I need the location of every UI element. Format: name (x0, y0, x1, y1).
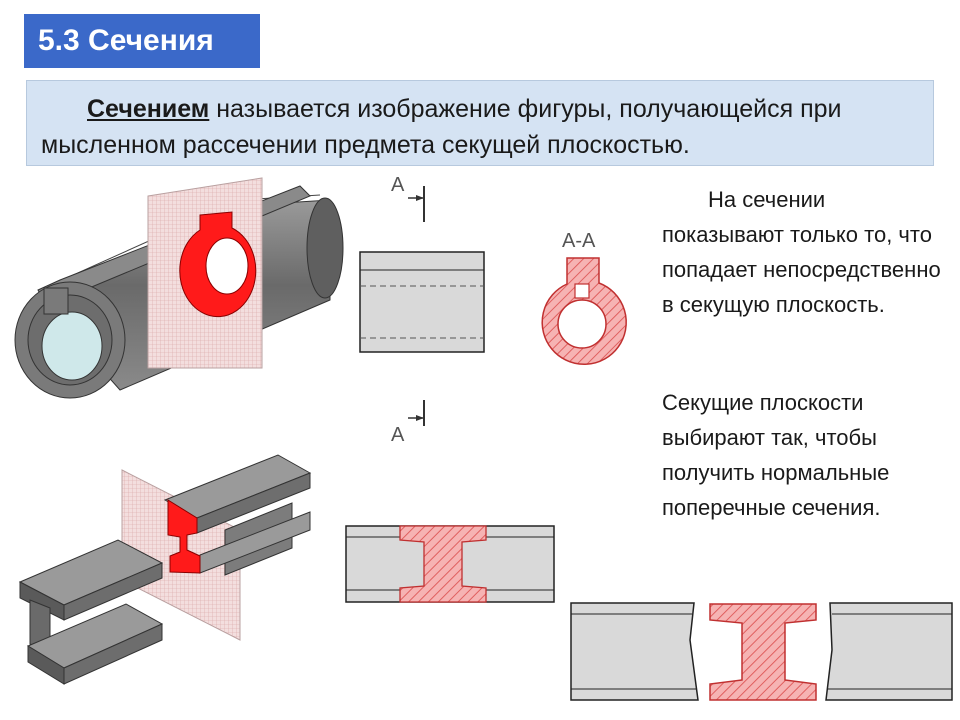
cut-label-bottom: A (391, 424, 405, 446)
shaft-3d-figure (14, 177, 344, 399)
section-label: A-A (562, 230, 596, 252)
ibeam-3d-figure (18, 454, 312, 685)
definition-term: Сечением (87, 95, 210, 123)
definition-box: Сечением называется изображение фигуры, … (26, 80, 934, 166)
ibeam-section-red (167, 499, 201, 574)
slide-title: 5.3 Сечения (24, 14, 260, 68)
note-2-text: Секущие плоскости выбирают так, чтобы по… (662, 390, 890, 520)
definition-text: называется изображение фигуры, получающе… (41, 95, 842, 159)
note-1-text: На сечении показывают только то, что поп… (662, 187, 941, 317)
note-plane-choice: Секущие плоскости выбирают так, чтобы по… (662, 385, 947, 525)
shaft-side-view (359, 186, 485, 426)
section-a-a (541, 257, 627, 366)
ibeam-enlarged-section (570, 602, 953, 701)
ibeam-side-view (345, 525, 555, 603)
cut-label-top: A (391, 174, 405, 196)
note-section-rule: На сечении показывают только то, что поп… (662, 182, 947, 322)
